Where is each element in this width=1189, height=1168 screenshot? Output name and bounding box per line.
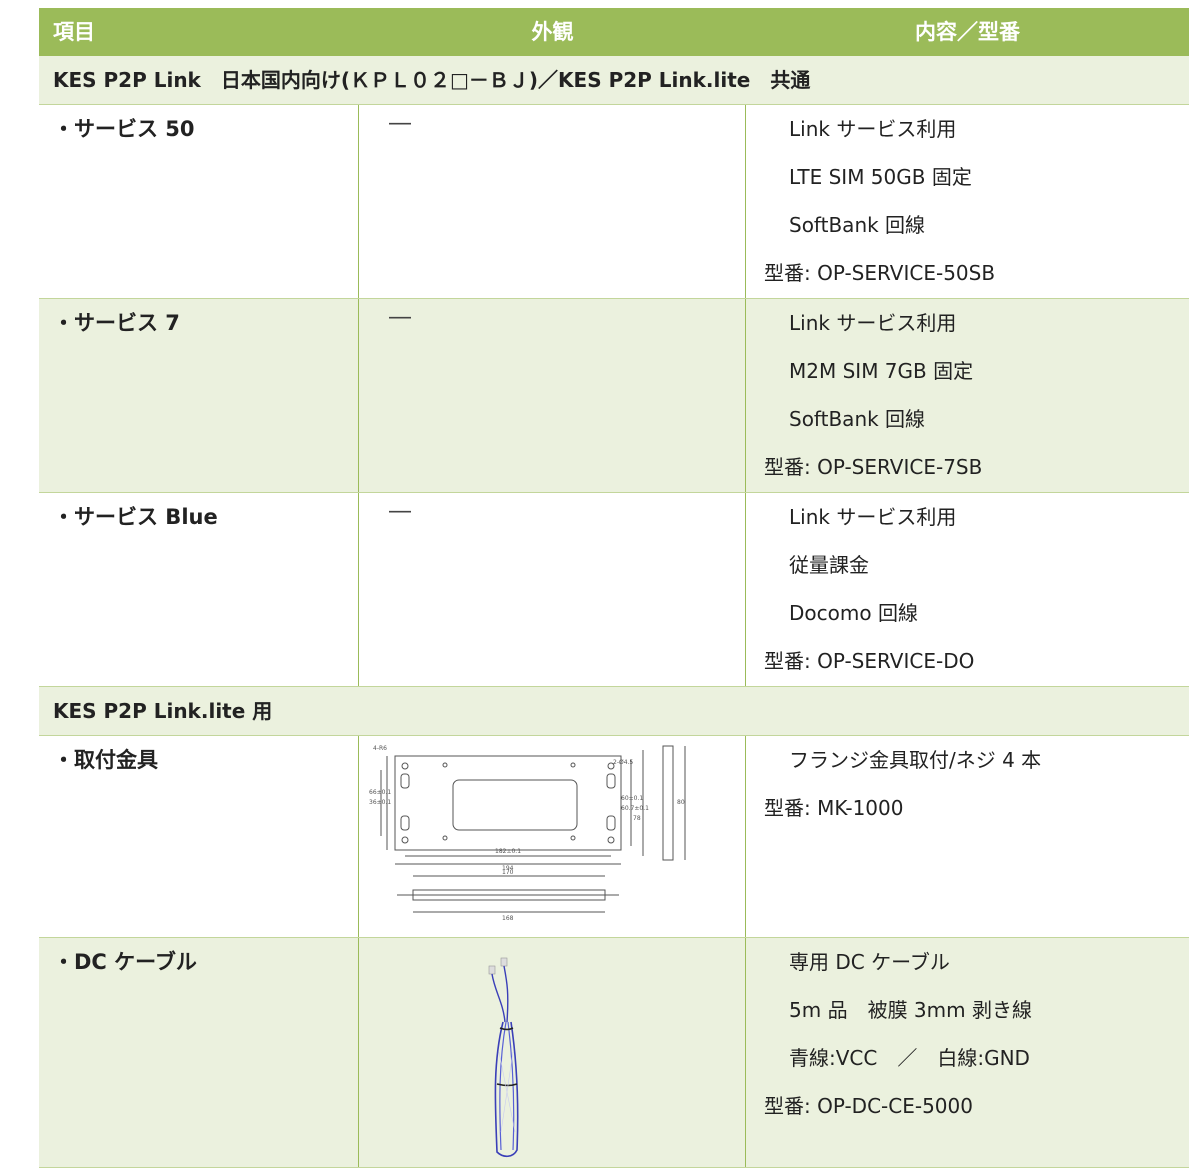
content-cell: Link サービス利用 従量課金 Docomo 回線 型番: OP-SERVIC…: [746, 493, 1189, 686]
item-name: ・サービス 50: [39, 105, 359, 298]
content-line: Link サービス利用: [789, 311, 957, 335]
content-cell: Link サービス利用 M2M SIM 7GB 固定 SoftBank 回線 型…: [746, 299, 1189, 492]
bracket-drawing: 4-R6 182±0.1 194 170 168 2-Ø4.5 60±0.1 6…: [369, 745, 686, 922]
dim-label: 2-Ø4.5: [613, 759, 633, 766]
content-cell: フランジ金具取付/ネジ 4 本 型番: MK-1000: [746, 736, 1189, 937]
dim-label: 170: [502, 869, 514, 876]
dim-label: 78: [633, 815, 641, 822]
model-number: 型番: OP-SERVICE-DO: [764, 649, 975, 673]
dim-label: 60.7±0.1: [621, 805, 649, 812]
appearance-cell: ―: [359, 299, 746, 492]
options-table: 項目 外観 内容／型番 KES P2P Link 日本国内向け(ＫＰＬ０２□－Ｂ…: [39, 8, 1189, 1168]
content-line: 従量課金: [789, 553, 869, 577]
appearance-cell: ―: [359, 493, 746, 686]
dim-label: 60±0.1: [621, 795, 643, 802]
dc-cable-image: [488, 957, 519, 1158]
content-line: Link サービス利用: [789, 117, 957, 141]
dim-label: 168: [502, 915, 514, 922]
table-row: ・サービス 50 ― Link サービス利用 LTE SIM 50GB 固定 S…: [39, 105, 1189, 299]
header-item: 項目: [53, 20, 95, 44]
content-line: 5m 品 被膜 3mm 剥き線: [789, 998, 1032, 1022]
content-cell: 専用 DC ケーブル 5m 品 被膜 3mm 剥き線 青線:VCC ／ 白線:G…: [746, 938, 1189, 1167]
appearance-cell: ―: [359, 105, 746, 298]
dim-label: 36±0.1: [369, 799, 391, 806]
item-name: ・サービス Blue: [39, 493, 359, 686]
table-row: ・DC ケーブル 専用 DC ケーブル 5m 品 被膜 3mm 剥き線 青線:V…: [39, 938, 1189, 1168]
content-line: SoftBank 回線: [789, 407, 926, 431]
dim-label: 80: [677, 799, 685, 806]
model-number: 型番: OP-SERVICE-50SB: [764, 261, 996, 285]
table-row: ・サービス Blue ― Link サービス利用 従量課金 Docomo 回線 …: [39, 493, 1189, 687]
model-number: 型番: MK-1000: [764, 796, 904, 820]
table-row: ・取付金具: [39, 736, 1189, 938]
appearance-cell: [359, 938, 746, 1167]
model-number: 型番: OP-SERVICE-7SB: [764, 455, 983, 479]
content-line: LTE SIM 50GB 固定: [789, 165, 972, 189]
dim-label: 4-R6: [373, 745, 387, 752]
content-line: 青線:VCC ／ 白線:GND: [789, 1046, 1030, 1070]
content-line: SoftBank 回線: [789, 213, 926, 237]
table-header: 項目 外観 内容／型番: [39, 8, 1189, 56]
item-name: ・取付金具: [39, 736, 359, 937]
dim-label: 194: [502, 865, 514, 872]
item-name: ・DC ケーブル: [39, 938, 359, 1167]
content-line: M2M SIM 7GB 固定: [789, 359, 974, 383]
content-line: Link サービス利用: [789, 505, 957, 529]
appearance-dash: ―: [389, 111, 411, 136]
content-line: Docomo 回線: [789, 601, 918, 625]
header-content: 内容／型番: [915, 20, 1020, 44]
dim-label: 66±0.1: [369, 789, 391, 796]
appearance-cell: 4-R6 182±0.1 194 170 168 2-Ø4.5 60±0.1 6…: [359, 736, 746, 937]
section-title-lite: KES P2P Link.lite 用: [39, 687, 1189, 736]
content-cell: Link サービス利用 LTE SIM 50GB 固定 SoftBank 回線 …: [746, 105, 1189, 298]
item-name: ・サービス 7: [39, 299, 359, 492]
content-line: フランジ金具取付/ネジ 4 本: [789, 748, 1042, 772]
section-title-common: KES P2P Link 日本国内向け(ＫＰＬ０２□－ＢＪ)／KES P2P L…: [39, 56, 1189, 105]
header-appearance: 外観: [531, 20, 574, 44]
model-number: 型番: OP-DC-CE-5000: [764, 1094, 973, 1118]
appearance-dash: ―: [389, 305, 411, 330]
appearance-dash: ―: [389, 499, 411, 524]
dim-label: 182±0.1: [495, 848, 521, 855]
table-row: ・サービス 7 ― Link サービス利用 M2M SIM 7GB 固定 Sof…: [39, 299, 1189, 493]
content-line: 専用 DC ケーブル: [789, 950, 950, 974]
